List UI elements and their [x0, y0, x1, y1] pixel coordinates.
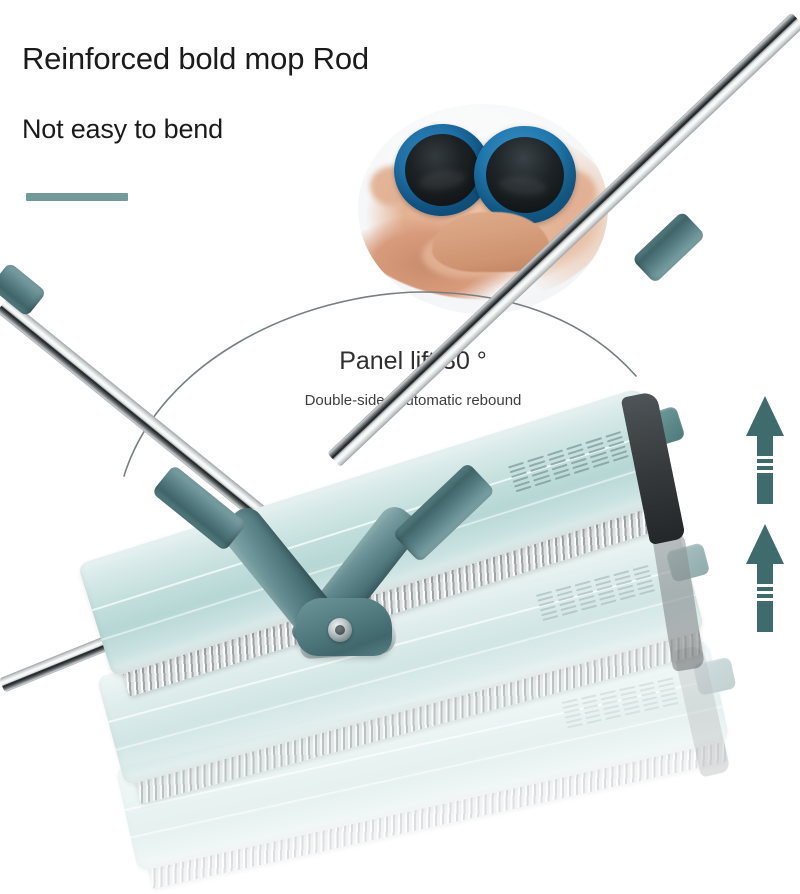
rebound-arrow-up-top: [746, 396, 784, 504]
rebound-description-label: Double-sided automatic rebound: [304, 392, 522, 409]
pipe-bore-left: [400, 129, 484, 211]
accent-underline-bar: [26, 193, 128, 201]
rebound-arrow-up-bottom: [746, 524, 784, 632]
bore-sheen: [498, 173, 549, 198]
page-subtitle: Not easy to bend: [22, 114, 223, 144]
hinge-pivot-screw: [328, 618, 352, 642]
pipe-cross-section-inset: [358, 104, 608, 314]
pole-grip-sleeve-top-right: [631, 210, 706, 284]
pipe-bore-right: [482, 133, 568, 217]
page-title: Reinforced bold mop Rod: [22, 41, 369, 76]
bore-sheen: [418, 168, 467, 192]
lift-angle-arc: [123, 291, 637, 477]
lift-angle-label: Panel lift 30 °: [339, 347, 487, 375]
